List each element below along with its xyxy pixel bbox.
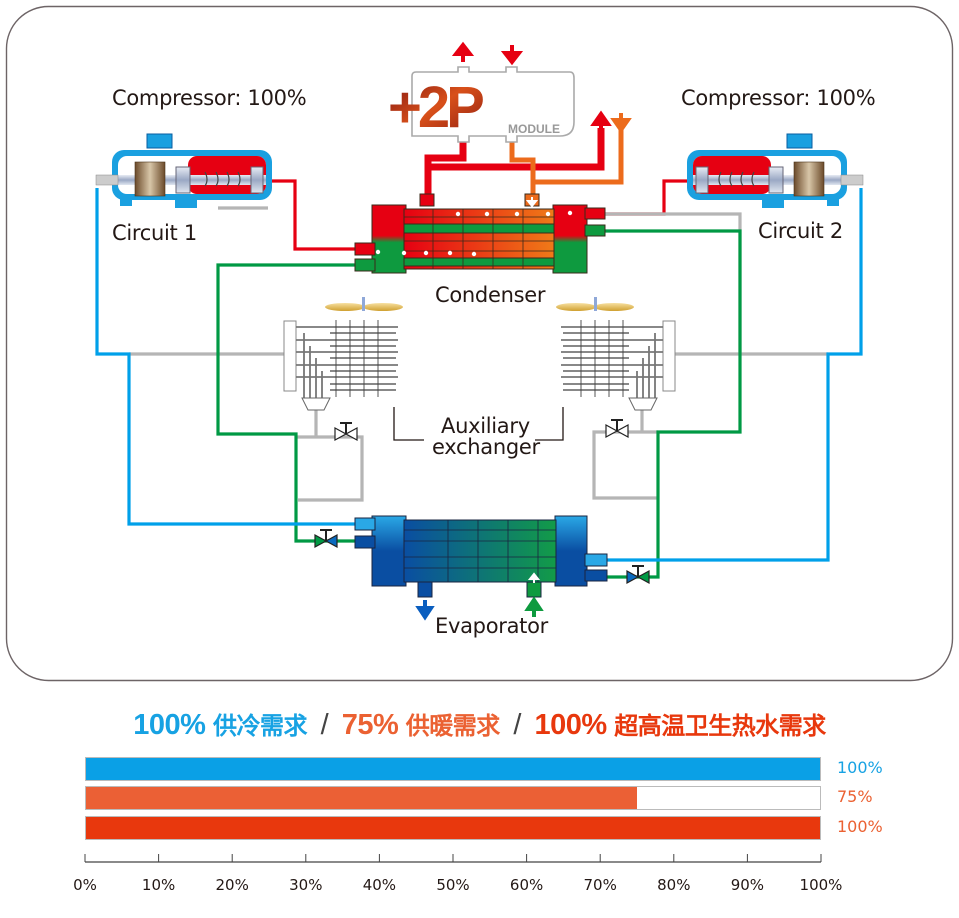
- aux-exchanger-label-line2: exchanger: [432, 435, 540, 459]
- circuit-label-right: Circuit 2: [758, 219, 843, 243]
- bar-value-label: 100%: [837, 758, 883, 777]
- arrow-down-icon: [610, 113, 632, 134]
- arrow-down-icon: [500, 45, 524, 66]
- bar-track: [85, 816, 821, 840]
- fan-icon: [325, 297, 403, 311]
- pipe-gray-right-valve: [592, 430, 658, 500]
- arrow-up-icon: [590, 110, 612, 130]
- x-tick-label: 50%: [436, 876, 470, 894]
- x-tick-label: 80%: [657, 876, 691, 894]
- bar-value-label: 75%: [837, 787, 873, 806]
- pipes: [95, 128, 863, 579]
- bar-2: [86, 817, 820, 839]
- x-tick-label: 90%: [730, 876, 765, 894]
- bar-0: [86, 758, 820, 780]
- arrow-down-icon: [415, 600, 435, 621]
- pipe-gray-left-valve: [296, 435, 364, 502]
- pipe-green-circuit2: [605, 229, 742, 579]
- evaporator: [354, 515, 608, 598]
- expansion-valve-icon: [314, 529, 338, 549]
- pipe-blue-circuit1: [95, 188, 355, 526]
- aux-bracket-left: [393, 407, 424, 441]
- hot-water-text: 超高温卫生热水需求: [614, 713, 826, 740]
- heating-pct: 75%: [341, 709, 399, 741]
- x-tick-label: 60%: [509, 876, 544, 894]
- pipe-discharge-circuit1: [268, 179, 355, 251]
- aux-bracket-right: [535, 407, 564, 441]
- bar-track: [85, 786, 821, 810]
- heating-text: 供暖需求: [405, 713, 501, 740]
- cooling-pct: 100%: [133, 709, 206, 741]
- compressor-circuit2: [687, 133, 864, 208]
- auxiliary-exchanger-right: [556, 297, 676, 411]
- cooling-text: 供冷需求: [213, 713, 308, 740]
- module-logo: +2P MODULE: [388, 41, 632, 143]
- heading-separator: /: [513, 709, 521, 741]
- demand-heading: 100% 供冷需求 / 75% 供暖需求 / 100% 超高温卫生热水需求: [0, 706, 959, 742]
- arrow-up-icon: [451, 41, 475, 62]
- auxiliary-exchanger-left: [283, 297, 403, 411]
- pipe-blue-circuit2: [606, 188, 863, 562]
- expansion-valve-icon: [626, 565, 650, 585]
- aux-exchanger-label-line1: Auxiliary: [441, 414, 530, 438]
- x-tick-label: 70%: [583, 876, 617, 894]
- x-tick-label: 10%: [141, 876, 176, 894]
- heat-pump-diagram: +2P MODULE: [5, 5, 954, 682]
- compressor-label-left: Compressor: 100%: [112, 86, 307, 110]
- expansion-valve-icon: [605, 419, 629, 439]
- pipe-discharge-circuit2: [605, 179, 690, 216]
- arrow-up-icon: [524, 596, 544, 617]
- compressor-circuit1: [95, 133, 272, 208]
- x-tick-label: 100%: [799, 876, 843, 894]
- pipe-green-circuit1: [216, 263, 355, 543]
- pipe-module-hot-return: [428, 128, 605, 171]
- module-logo-mark: +2P: [388, 75, 483, 140]
- diagram-frame: [5, 5, 954, 682]
- heading-separator: /: [320, 709, 329, 741]
- x-tick-label: 20%: [215, 876, 249, 894]
- pipe-module-orange: [509, 128, 624, 185]
- bar-value-label: 100%: [837, 817, 883, 836]
- bar-track: [85, 757, 821, 781]
- arrow-down-icon: [525, 197, 539, 208]
- x-tick-label: 40%: [362, 876, 397, 894]
- expansion-valve-icon: [334, 422, 358, 442]
- x-tick-label: 0%: [73, 876, 97, 894]
- pipe-module-hot-supply: [424, 142, 467, 198]
- arrow-up-icon: [527, 572, 541, 583]
- condenser-label: Condenser: [435, 283, 546, 307]
- module-logo-subtext: MODULE: [508, 122, 560, 136]
- compressor-label-right: Compressor: 100%: [681, 86, 876, 110]
- x-tick-label: 30%: [289, 876, 323, 894]
- fan-icon: [556, 297, 634, 311]
- condenser: [354, 193, 606, 274]
- hot-water-pct: 100%: [534, 709, 607, 741]
- bar-1: [86, 787, 637, 809]
- circuit-label-left: Circuit 1: [112, 221, 197, 245]
- evaporator-label: Evaporator: [435, 614, 548, 638]
